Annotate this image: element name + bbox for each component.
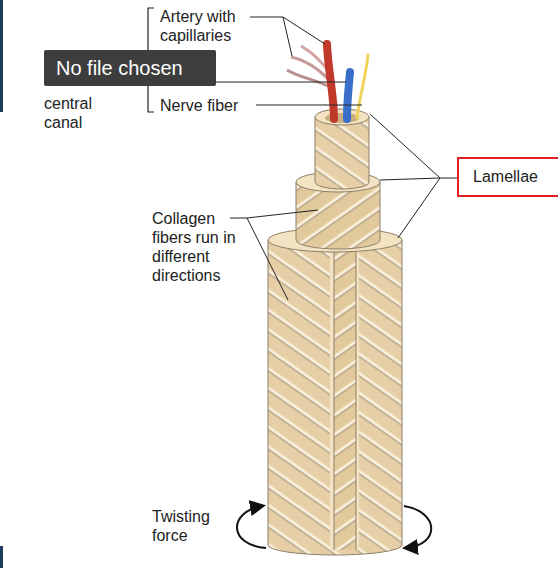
twist-arrow bbox=[404, 506, 431, 548]
leader-line bbox=[380, 178, 440, 180]
part-label: Artery with capillaries bbox=[160, 7, 278, 45]
leader-line bbox=[247, 218, 288, 300]
twist-arrow bbox=[237, 506, 266, 548]
leader-line bbox=[230, 218, 247, 219]
file-input-overlay: No file chosen bbox=[44, 50, 216, 86]
vein bbox=[347, 72, 350, 119]
leader-line bbox=[283, 17, 325, 44]
outer-lamella bbox=[268, 240, 402, 555]
leader-line bbox=[370, 114, 440, 178]
highlight-box: Lamellae bbox=[457, 157, 558, 197]
nerve bbox=[357, 55, 368, 118]
part-label: Collagen fibers run in different directi… bbox=[152, 209, 238, 285]
box-text: Lamellae bbox=[473, 168, 538, 186]
cut-edge bbox=[330, 246, 359, 550]
leader-line bbox=[398, 178, 440, 238]
part-label: central canal bbox=[44, 94, 114, 132]
part-label: Nerve fiber bbox=[160, 96, 260, 115]
leader-line bbox=[256, 105, 362, 106]
lamella-ring bbox=[315, 109, 369, 125]
leader-line bbox=[247, 210, 318, 218]
leader-line bbox=[440, 178, 457, 179]
leader-line bbox=[216, 82, 346, 83]
inner-lamella bbox=[315, 117, 369, 189]
leader-line bbox=[250, 17, 283, 18]
exposed-lamella bbox=[334, 246, 356, 550]
edge-strip bbox=[0, 546, 3, 568]
part-label: Twisting force bbox=[152, 507, 224, 545]
capillary bbox=[287, 70, 332, 88]
leader-line bbox=[283, 17, 292, 56]
box-text: No file chosen bbox=[56, 57, 183, 80]
edge-strip bbox=[0, 0, 3, 112]
